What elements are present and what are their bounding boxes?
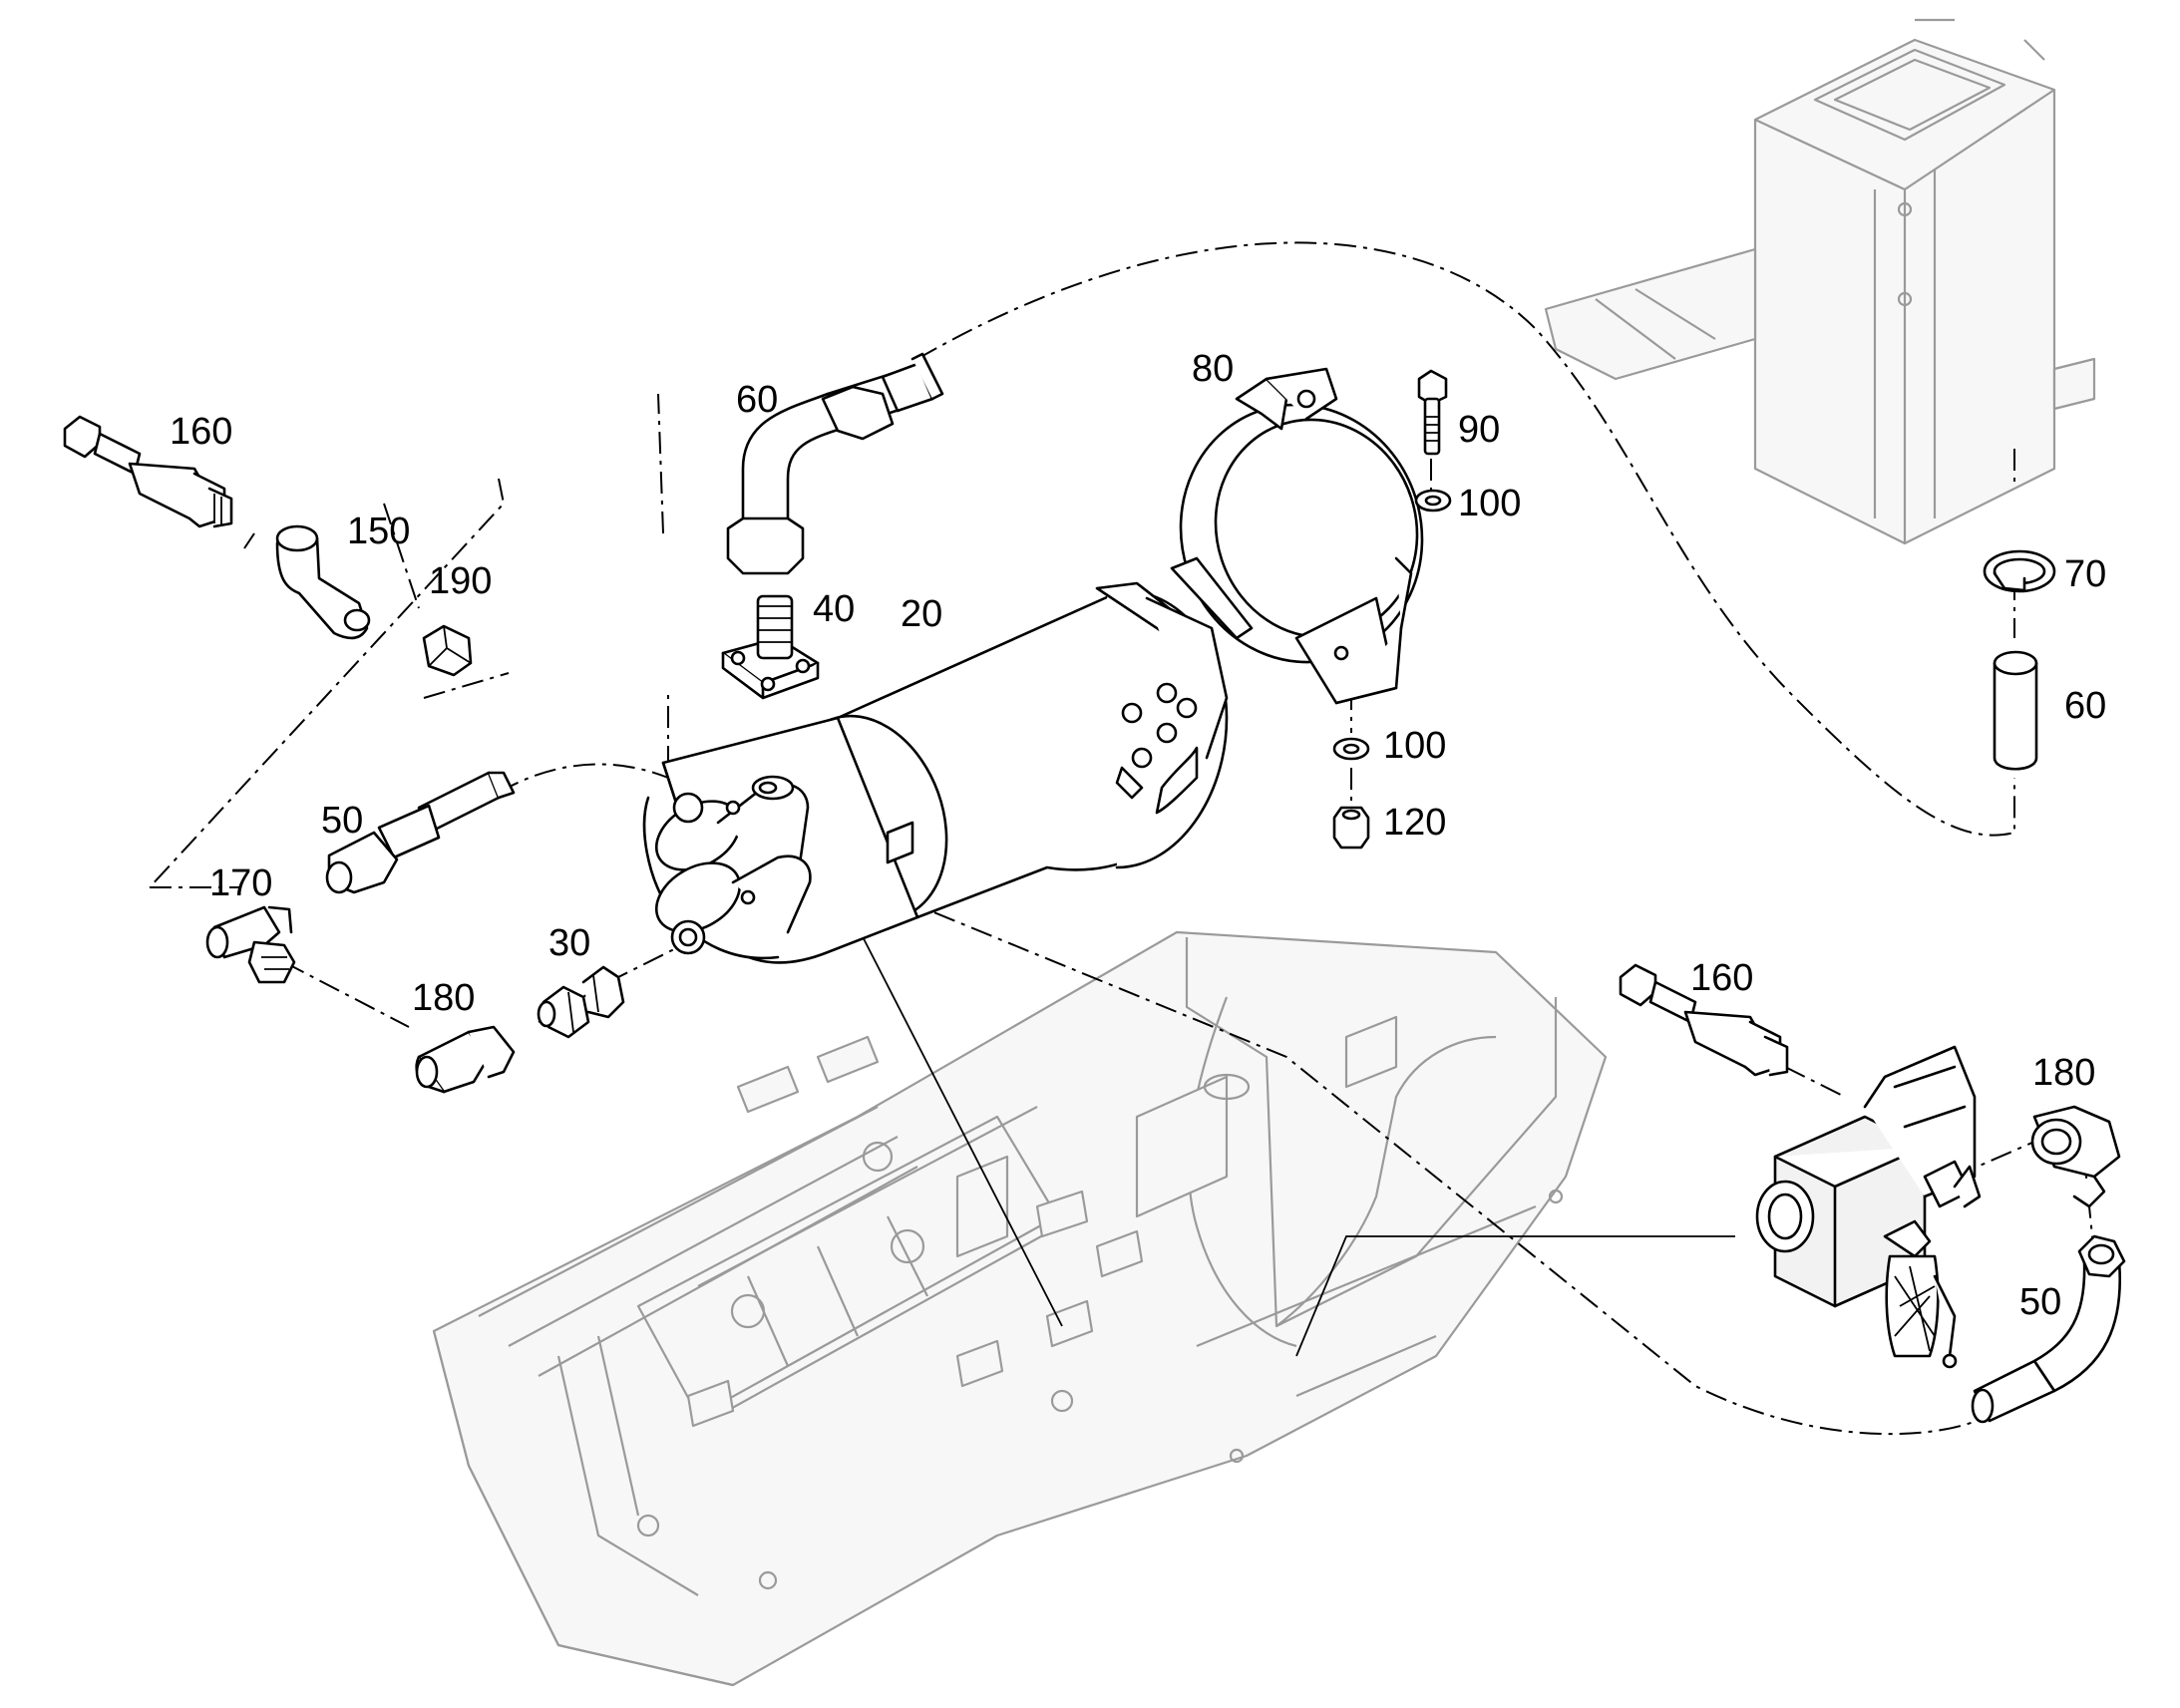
callout-label: 100 <box>1458 483 1521 524</box>
machine-frame <box>432 930 1608 1687</box>
washer-100-lower <box>1332 737 1370 761</box>
hose-50-left <box>325 771 516 894</box>
cap-190 <box>422 624 473 677</box>
pump-motor-20 <box>642 581 1229 964</box>
washer-100-upper <box>1414 489 1452 512</box>
pressure-sensor-160-right <box>1619 963 1789 1077</box>
fitting-150 <box>275 524 371 640</box>
callout-label: 60 <box>736 379 778 421</box>
callout-label: 40 <box>813 588 855 630</box>
callout-label: 160 <box>170 411 232 453</box>
clamp-bracket-80 <box>1170 367 1424 705</box>
hose-elbow-60 <box>726 352 944 575</box>
elbow-180-left <box>415 1025 516 1094</box>
callout-label: 160 <box>1690 957 1753 999</box>
callout-label: 50 <box>321 800 363 842</box>
callout-label: 120 <box>1383 802 1446 844</box>
callout-label: 180 <box>412 977 475 1019</box>
callout-label: 150 <box>347 511 410 552</box>
hose-clamp-70 <box>1983 549 2056 593</box>
callout-labels: 160 150 190 60 40 20 80 90 100 100 120 7… <box>170 348 2106 1323</box>
callout-label: 100 <box>1383 725 1446 767</box>
bolt-90 <box>1417 369 1448 456</box>
hydraulic-tank <box>1544 18 2096 545</box>
hose-60-right <box>1993 650 2038 771</box>
tee-fitting-170 <box>205 905 296 984</box>
callout-label: 50 <box>2019 1281 2061 1323</box>
callout-label: 30 <box>548 922 590 964</box>
valve-block <box>1755 1045 1982 1369</box>
callout-label: 190 <box>429 560 492 602</box>
callout-label: 60 <box>2064 685 2106 727</box>
flange-40 <box>721 594 820 700</box>
elbow-180-right <box>2030 1105 2121 1208</box>
callout-label: 70 <box>2064 553 2106 595</box>
callout-label: 180 <box>2032 1052 2095 1094</box>
leader-lines <box>852 916 1735 1357</box>
pressure-sensor-160-left <box>63 415 233 528</box>
callout-label: 80 <box>1192 348 1234 390</box>
nut-120 <box>1332 806 1370 850</box>
hose-50-right <box>1971 1234 2126 1424</box>
callout-label: 170 <box>209 862 272 904</box>
callout-label: 90 <box>1458 409 1500 451</box>
adapter-30 <box>537 965 625 1039</box>
callout-label: 20 <box>901 593 942 635</box>
